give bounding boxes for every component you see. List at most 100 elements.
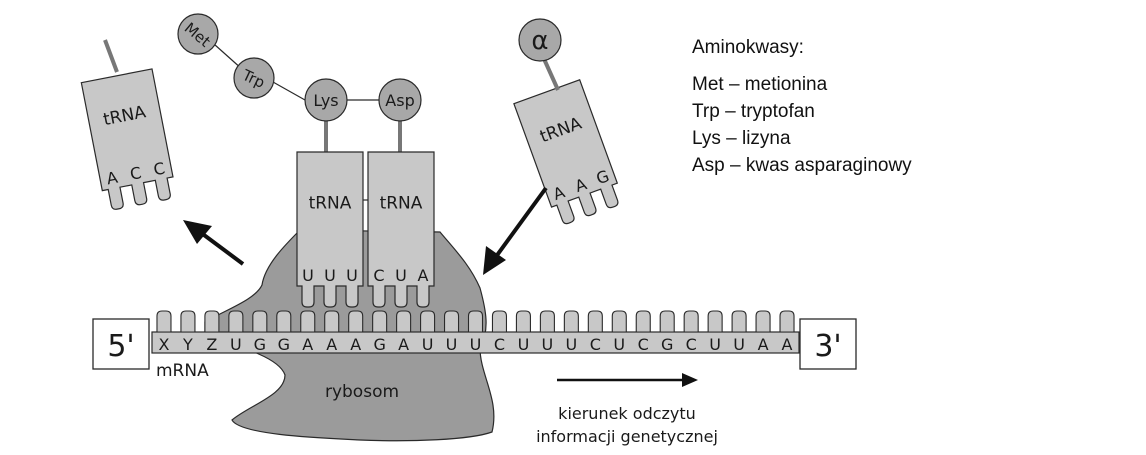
mrna-5-end-label: 5'	[107, 329, 134, 364]
amino-trp: Trp	[233, 57, 275, 99]
trna-in-anticodon-base: G	[594, 166, 612, 188]
mrna-base-letter: U	[230, 335, 242, 354]
mrna-nucleotide-tooth	[300, 310, 316, 333]
mrna-base-letter: U	[470, 335, 482, 354]
mrna-base-letter: G	[373, 335, 385, 354]
mrna-base-letter: Z	[206, 335, 217, 354]
mrna-nucleotide-tooth	[348, 310, 364, 333]
mrna-base-letter: U	[709, 335, 721, 354]
svg-text:α: α	[531, 26, 548, 56]
mrna-3-end-box	[799, 318, 857, 370]
mrna-nucleotide-tooth	[491, 310, 508, 333]
mrna-base-letter: C	[494, 335, 505, 354]
mrna-nucleotide-tooth	[180, 310, 196, 333]
amino-lys: Lys	[304, 78, 348, 122]
mrna-nucleotide-tooth	[396, 310, 412, 333]
amino-acid-legend: Aminokwasy: Met – metionina Trp – trypto…	[692, 34, 912, 179]
trna-p-body	[296, 151, 364, 308]
mrna-nucleotide-tooth	[587, 310, 603, 333]
mrna-nucleotide-tooth	[228, 310, 244, 333]
mrna-nucleotide-tooth	[755, 310, 771, 333]
mrna-nucleotide-tooth	[252, 310, 268, 333]
trna-exit-stem	[103, 39, 119, 73]
mrna-base-letter: U	[542, 335, 554, 354]
mrna-base-letter: U	[613, 335, 625, 354]
mrna-nucleotide-tooth	[156, 310, 172, 333]
mrna-base-letter: G	[254, 335, 266, 354]
mrna-base-letter: G	[278, 335, 290, 354]
svg-text:Asp: Asp	[385, 91, 414, 110]
mrna-base-letter: C	[686, 335, 697, 354]
legend-item-trp: Trp – tryptofan	[692, 101, 815, 122]
mrna-base-letter: Y	[182, 335, 193, 354]
mrna-base-letter: U	[518, 335, 530, 354]
amino-alpha: α	[518, 18, 562, 62]
ribosome-label: rybosom	[325, 382, 399, 402]
mrna-nucleotide-tooth	[443, 310, 460, 333]
mrna-base-letter: A	[398, 335, 409, 354]
mrna-base-letter: C	[590, 335, 601, 354]
mrna-nucleotide-tooth	[539, 310, 555, 333]
mrna-base-letter: C	[638, 335, 649, 354]
mrna-base-letter: U	[446, 335, 458, 354]
trna-exit-anticodon-base: C	[128, 163, 143, 184]
amino-asp: Asp	[378, 78, 422, 122]
mrna-nucleotide-tooth	[467, 310, 484, 333]
mrna-nucleotide-tooth	[683, 310, 699, 333]
trna-in-body	[513, 78, 619, 225]
mrna-base-letter: A	[326, 335, 337, 354]
legend-item-met: Met – metionina	[692, 74, 828, 95]
trna-p-anticodon-base: U	[346, 266, 358, 285]
trna-p-anticodon-base: U	[324, 266, 336, 285]
trna-a-body	[367, 151, 435, 308]
arrow-incoming	[483, 186, 548, 275]
direction-label-line2: informacji genetycznej	[536, 427, 718, 446]
mrna-nucleotide-tooth	[204, 310, 220, 333]
trna-a-anticodon-base: C	[373, 266, 384, 285]
mrna-label: mRNA	[156, 361, 209, 381]
legend-item-asp: Asp – kwas asparaginowy	[692, 155, 912, 176]
mrna-nucleotide-tooth	[707, 310, 723, 333]
trna-a-label: tRNA	[380, 193, 423, 213]
mrna-nucleotide-tooth	[276, 310, 292, 333]
mrna-nucleotide-tooth	[420, 310, 436, 333]
mrna-3-end-label: 3'	[814, 329, 841, 364]
legend-title: Aminokwasy:	[692, 37, 804, 58]
mrna-nucleotide-tooth	[635, 310, 651, 333]
trna-a-anticodon-base: U	[395, 266, 407, 285]
trna-exit-body	[80, 68, 174, 210]
mrna-nucleotide-tooth	[372, 310, 388, 333]
mrna-base-letter: U	[733, 335, 745, 354]
mrna-base-letter: G	[661, 335, 673, 354]
mrna-nucleotide-tooth	[324, 310, 340, 333]
mrna-base-letter: A	[758, 335, 769, 354]
mrna-nucleotide-tooth	[731, 310, 747, 333]
mrna-base-letter: X	[158, 335, 169, 354]
mrna-base-letter: A	[782, 335, 793, 354]
trna-p-anticodon-base: U	[302, 266, 314, 285]
svg-text:Lys: Lys	[313, 91, 338, 110]
trna-p-label: tRNA	[309, 193, 352, 213]
trna-exit-anticodon-base: C	[152, 158, 167, 179]
mrna-nucleotide-tooth	[515, 310, 531, 333]
peptide-links	[204, 35, 380, 101]
mrna-nucleotide-tooth	[563, 310, 579, 333]
mrna-nucleotide-tooth	[611, 310, 627, 333]
legend-item-lys: Lys – lizyna	[692, 128, 791, 149]
mrna-base-letter: A	[350, 335, 361, 354]
direction-arrow	[557, 373, 698, 387]
mrna-base-letter: U	[422, 335, 434, 354]
mrna-5-end-box	[92, 318, 150, 370]
direction-label-line1: kierunek odczytu	[558, 404, 696, 423]
mrna-nucleotide-tooth	[659, 310, 675, 333]
mrna-base-letter: U	[565, 335, 577, 354]
mrna-base-letter: A	[302, 335, 313, 354]
mrna-nucleotide-tooth	[779, 310, 795, 333]
amino-met: Met	[177, 13, 219, 55]
arrow-exit	[183, 220, 245, 266]
